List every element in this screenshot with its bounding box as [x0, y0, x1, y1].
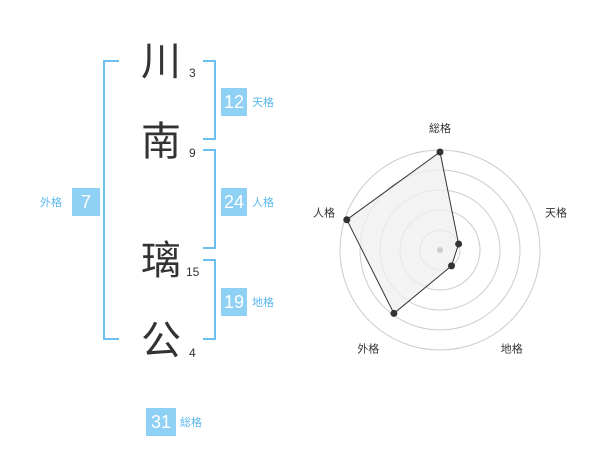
radar-axis-label-4: 外格	[357, 342, 379, 356]
radar-point-2	[455, 240, 463, 248]
jinkaku-label: 人格	[252, 196, 274, 209]
stroke-count-4: 4	[189, 346, 196, 360]
gaikaku-bracket	[103, 60, 119, 340]
stroke-count-3: 15	[186, 265, 200, 279]
chikaku-value-badge: 19	[221, 288, 247, 316]
tenkaku-bracket	[203, 60, 216, 140]
radar-axis-label-3: 地格	[501, 342, 523, 356]
soukaku-label: 総格	[180, 416, 202, 429]
radar-point-1	[436, 148, 444, 156]
stroke-count-1: 3	[189, 66, 196, 80]
radar-axis-label-2: 天格	[545, 205, 567, 219]
name-char-3: 璃	[141, 238, 181, 284]
radar-point-4	[390, 309, 398, 317]
gaikaku-label: 外格	[40, 196, 62, 209]
name-char-2: 南	[141, 119, 181, 165]
radar-point-5	[343, 216, 351, 224]
tenkaku-label: 天格	[252, 96, 274, 109]
chikaku-label: 地格	[252, 296, 274, 309]
soukaku-value-badge: 31	[146, 408, 176, 436]
radar-point-3	[448, 262, 456, 270]
stroke-count-2: 9	[189, 146, 196, 160]
gaikaku-value-badge: 7	[72, 188, 100, 216]
jinkaku-bracket	[203, 149, 216, 249]
name-char-1: 川	[141, 39, 181, 85]
radar-series-area	[346, 151, 460, 315]
radar-axis-label-1: 総格	[429, 121, 451, 135]
name-char-4: 公	[141, 318, 181, 364]
tenkaku-value-badge: 12	[221, 88, 247, 116]
radar-center-point	[437, 247, 443, 253]
radar-axis-label-5: 人格	[313, 205, 335, 219]
jinkaku-value-badge: 24	[221, 188, 247, 216]
chikaku-bracket	[203, 259, 216, 340]
